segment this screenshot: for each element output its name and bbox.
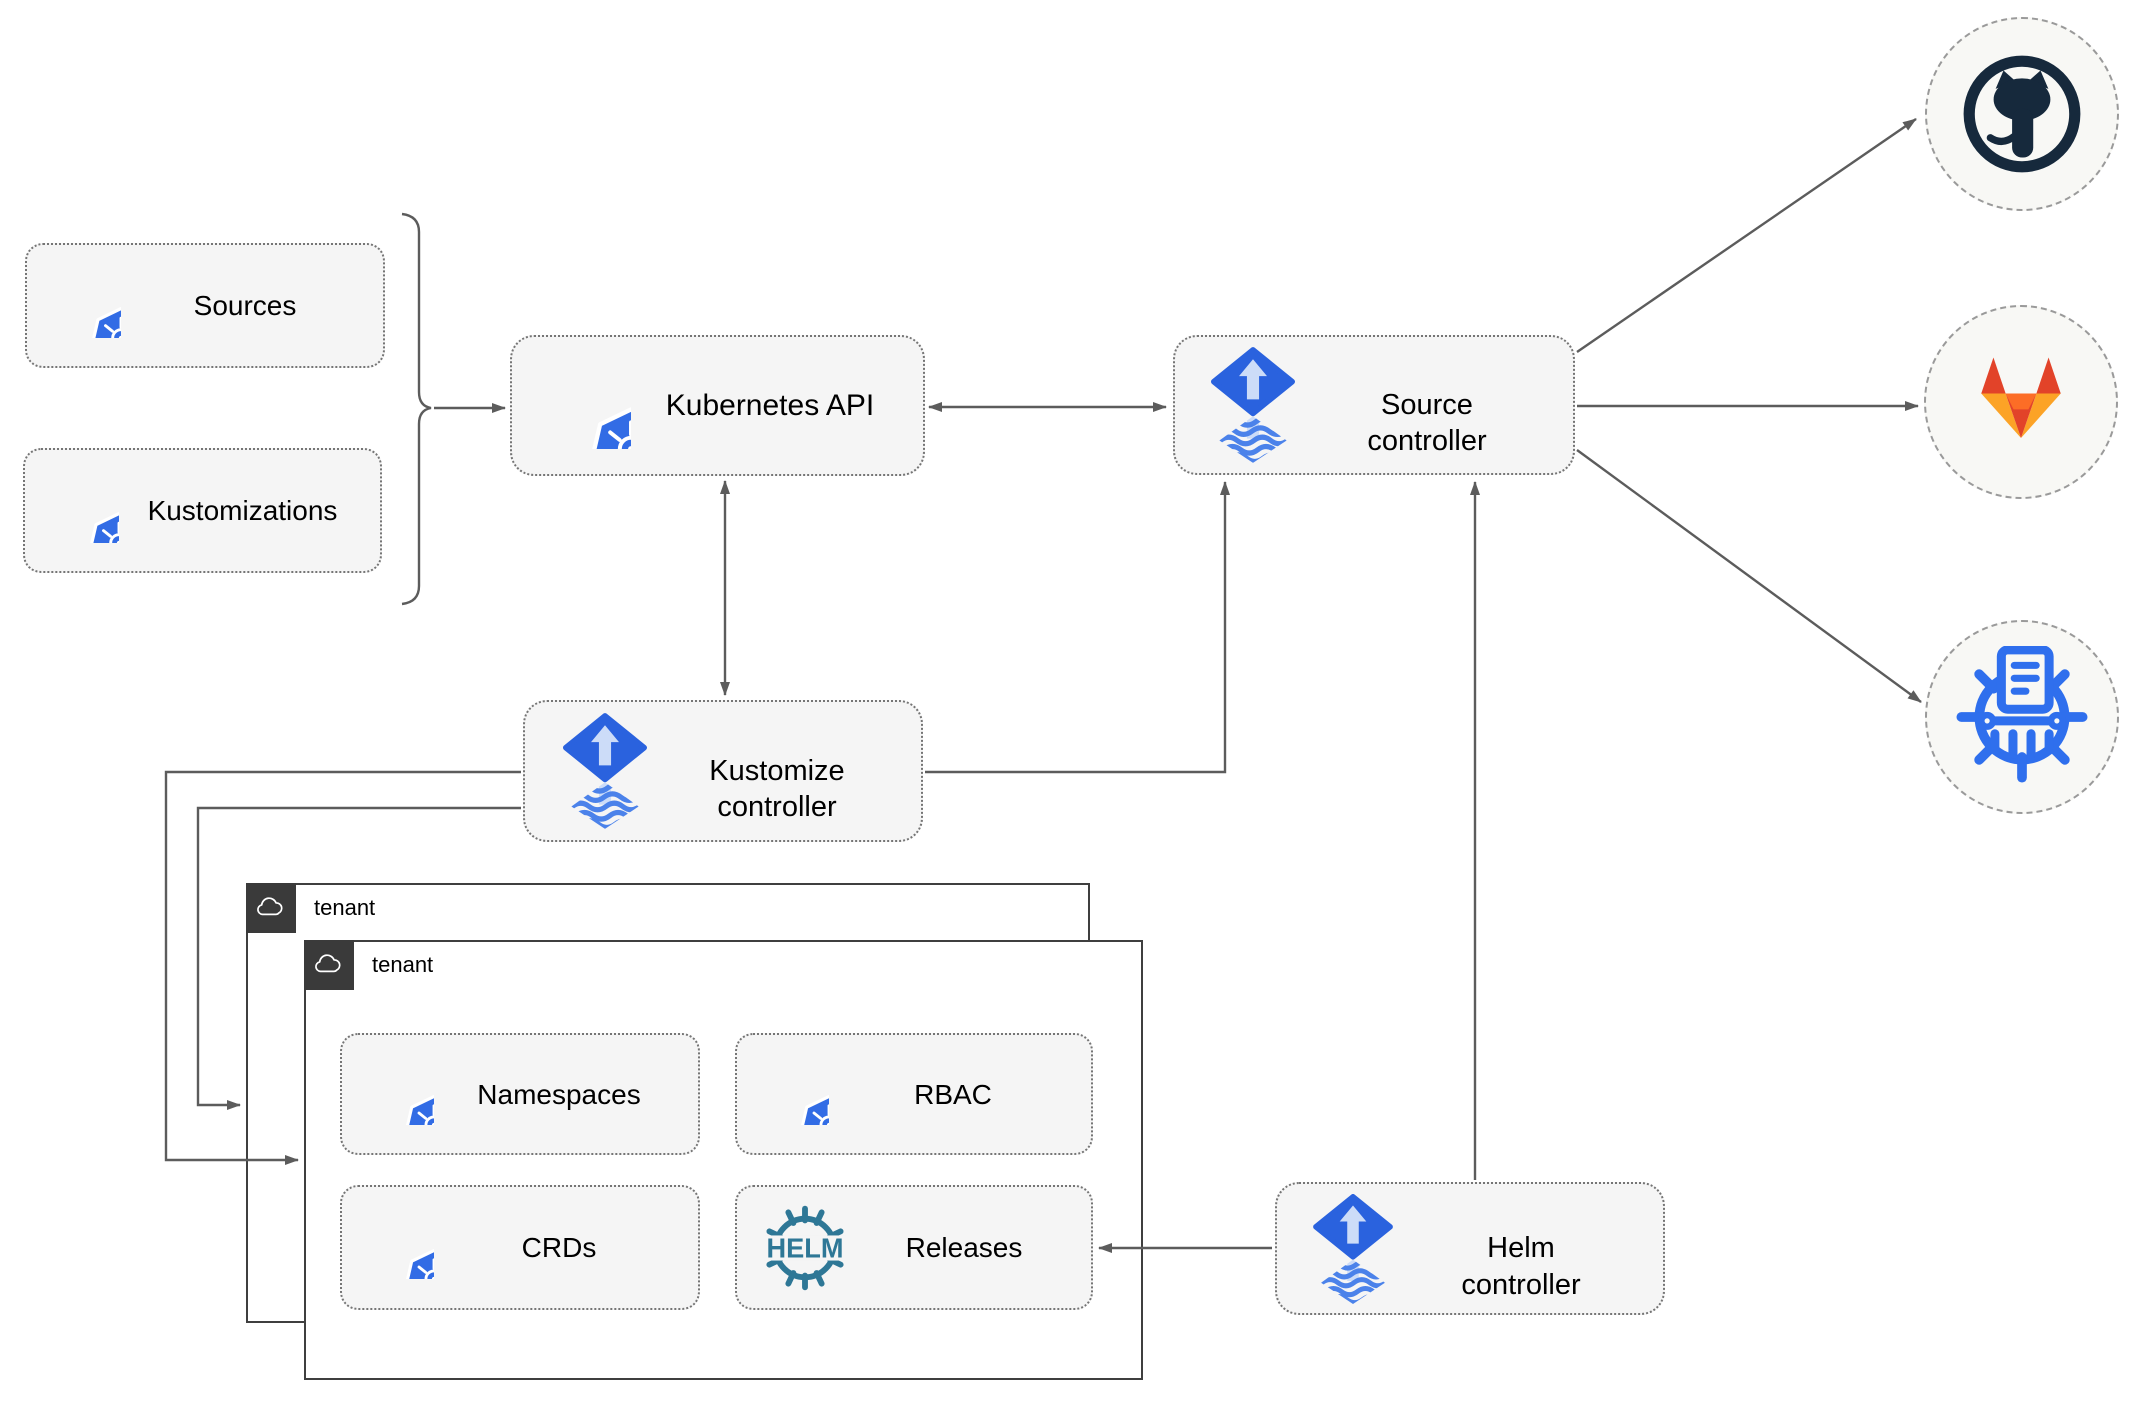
flux-icon (563, 713, 647, 829)
edge-sourcectrl-github (1576, 118, 1917, 353)
github-node (1925, 17, 2119, 211)
node-kustomizations: Kustomizations (23, 448, 382, 573)
kubernetes-icon (545, 363, 631, 449)
node-label: Sources (193, 290, 297, 321)
kubernetes-manifests-icon (1956, 646, 2088, 783)
github-icon (1963, 55, 2081, 173)
brace-sources-group (401, 212, 432, 606)
tenant-back-tab (246, 883, 296, 933)
tenant-back-label: tenant (314, 895, 376, 920)
kubernetes-icon (372, 1063, 434, 1125)
node-releases: HELM Releases (735, 1185, 1093, 1310)
node-label: Kustomizations (147, 495, 338, 526)
node-label: Namespaces (477, 1078, 641, 1110)
kubernetes-manifests-node (1925, 620, 2119, 814)
kubernetes-icon (57, 274, 121, 338)
flux-icon (1211, 347, 1295, 463)
node-label: Releases (905, 1232, 1023, 1263)
edge-kustomizectrl-sourcectrl (925, 481, 1230, 774)
node-source-controller: Source controller (1173, 335, 1575, 475)
node-label: Kubernetes API (665, 388, 875, 422)
svg-text:HELM: HELM (767, 1232, 844, 1263)
edge-sourcectrl-manifests (1576, 449, 1922, 703)
node-kustomize-controller: Kustomize controller (523, 700, 923, 842)
node-label: CRDs (521, 1232, 597, 1263)
cloud-icon (312, 952, 346, 978)
gitlab-icon (1981, 357, 2061, 439)
tenant-front-label: tenant (372, 952, 434, 977)
kubernetes-icon (372, 1217, 434, 1279)
helm-icon: HELM (759, 1202, 851, 1294)
tenant-front-tab (304, 940, 354, 990)
node-label: Helm controller (1461, 1232, 1581, 1301)
gitlab-node (1924, 305, 2118, 499)
node-label: Source controller (1367, 388, 1487, 458)
kubernetes-icon (767, 1063, 829, 1125)
node-helm-controller: Helm controller (1275, 1182, 1665, 1315)
node-label: RBAC (914, 1078, 992, 1110)
node-rbac: RBAC (735, 1033, 1093, 1155)
kubernetes-icon (55, 479, 119, 543)
flux-icon (1313, 1194, 1393, 1304)
node-sources: Sources (25, 243, 385, 368)
node-kubernetes-api: Kubernetes API (510, 335, 925, 476)
node-namespaces: Namespaces (340, 1033, 700, 1155)
tenant-box-front (304, 940, 1143, 1380)
node-crds: CRDs (340, 1185, 700, 1310)
cloud-icon (254, 895, 288, 921)
node-label: Kustomize controller (709, 754, 845, 824)
